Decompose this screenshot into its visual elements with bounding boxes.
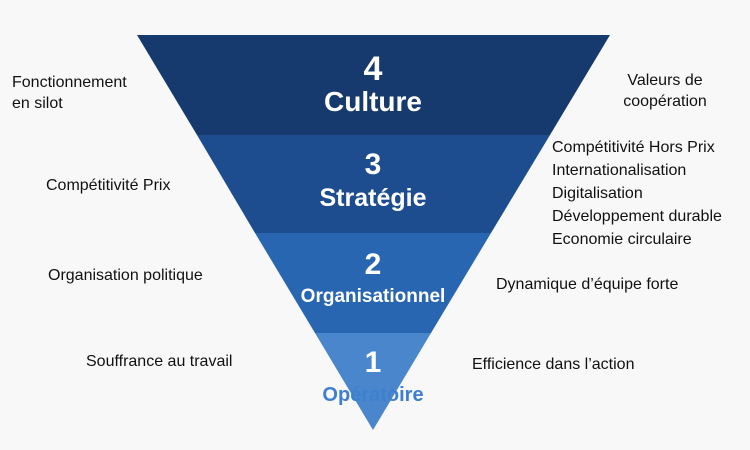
level-4-band — [137, 35, 610, 135]
level-3-band — [197, 135, 550, 233]
level-3-right-item: Economie circulaire — [552, 231, 692, 248]
level-3-right-item: Développement durable — [552, 208, 722, 225]
level-1-name: Opératoire — [322, 384, 424, 406]
level-1-right-label: Efficience dans l’action — [472, 356, 635, 373]
level-2-number: 2 — [364, 248, 382, 281]
level-4-right-label: Valeurs de coopération — [623, 72, 707, 110]
level-3-right-item: Digitalisation — [552, 185, 643, 202]
level-2-name: Organisationnel — [300, 286, 446, 307]
level-4-number: 4 — [363, 50, 383, 88]
level-2-left-label: Organisation politique — [48, 267, 203, 284]
level-3-right-item: Compétitivité Hors Prix — [552, 139, 715, 156]
level-1-left-label: Souffrance au travail — [86, 353, 233, 370]
level-2-band — [255, 233, 491, 333]
level-3-name: Stratégie — [319, 184, 427, 212]
level-1-number: 1 — [364, 346, 382, 379]
level-3-right-list: Compétitivité Hors Prix Internationalisa… — [552, 136, 722, 251]
level-3-left-label: Compétitivité Prix — [46, 177, 171, 194]
level-4-left-label: Fonctionnement en silot — [12, 74, 127, 112]
level-3-right-item: Internationalisation — [552, 162, 687, 179]
level-1-band — [315, 333, 431, 430]
level-4-name: Culture — [324, 86, 422, 117]
level-3-number: 3 — [364, 148, 382, 181]
level-2-right-label: Dynamique d’équipe forte — [496, 276, 679, 293]
